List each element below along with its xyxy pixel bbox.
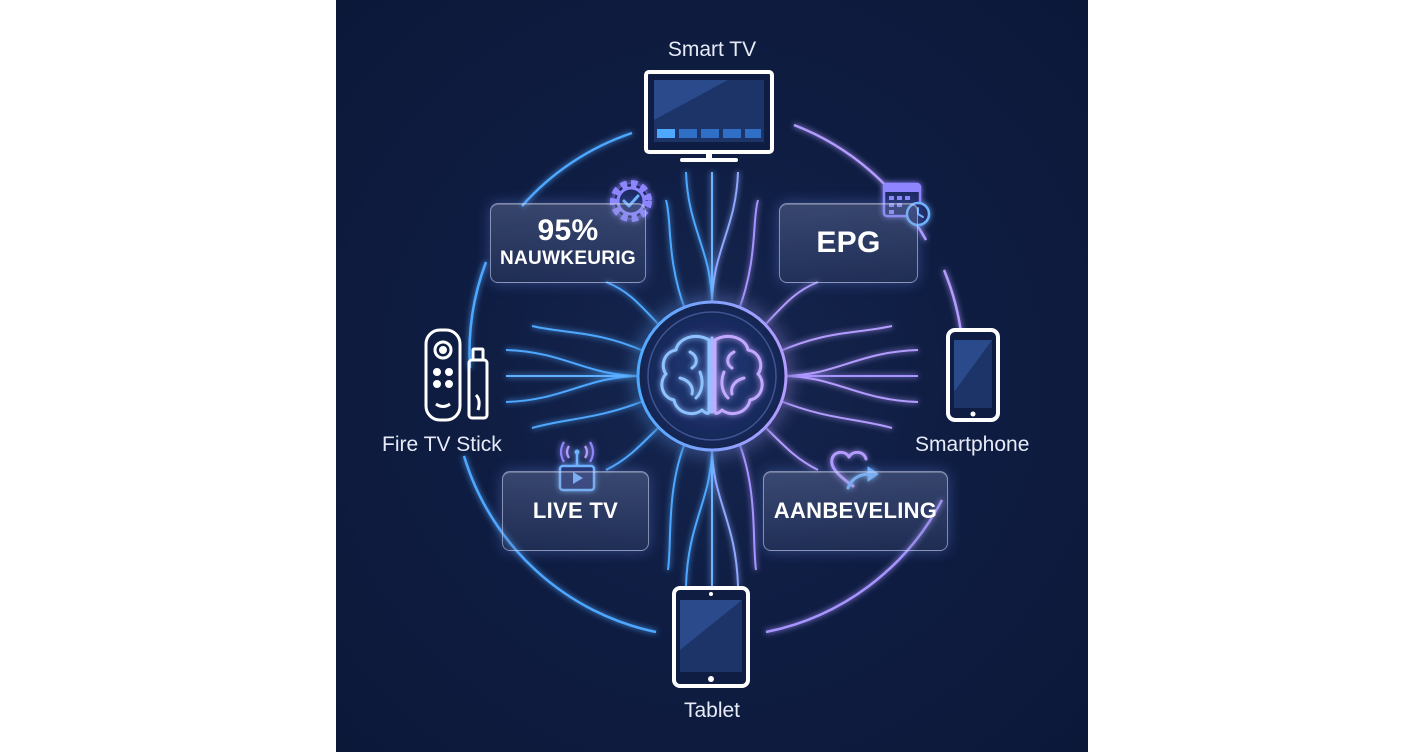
live-tv-chip: LIVE TV — [502, 471, 649, 551]
device-ecosystem-diagram — [424, 70, 1000, 688]
ring-arc-top-left — [521, 131, 633, 207]
gear-check-icon — [610, 180, 652, 222]
heart-share-icon — [830, 450, 879, 490]
ring-arc-bottom-right — [765, 499, 944, 634]
live-tv-label: LIVE TV — [532, 498, 619, 523]
antenna-tv-icon — [558, 441, 596, 492]
recommendation-chip: AANBEVELING — [763, 471, 948, 551]
tablet-label: Tablet — [683, 699, 741, 722]
smartphone-icon — [946, 328, 1000, 422]
epg-chip: EPG — [779, 203, 918, 283]
fire-tv-stick-icon — [424, 328, 489, 422]
diagram-panel: Smart TV Fire TV Stick Smartphone Tablet… — [336, 0, 1088, 752]
brain-icon — [660, 334, 764, 416]
smart-tv-icon — [644, 70, 774, 162]
accuracy-value: 95% — [537, 214, 599, 247]
ring-arc-bottom-left — [462, 455, 657, 634]
tablet-icon — [672, 586, 750, 688]
outer-ring — [462, 123, 965, 634]
accuracy-chip: 95% NAUWKEURIG — [490, 203, 646, 283]
recommendation-label: AANBEVELING — [773, 498, 938, 523]
accuracy-label: NAUWKEURIG — [500, 248, 636, 269]
smart-tv-label: Smart TV — [667, 38, 757, 61]
network-branches — [505, 171, 919, 587]
epg-label: EPG — [816, 226, 881, 259]
fire-tv-stick-label: Fire TV Stick — [382, 433, 502, 456]
ring-arc-left — [468, 261, 488, 369]
smartphone-label: Smartphone — [915, 433, 1030, 456]
